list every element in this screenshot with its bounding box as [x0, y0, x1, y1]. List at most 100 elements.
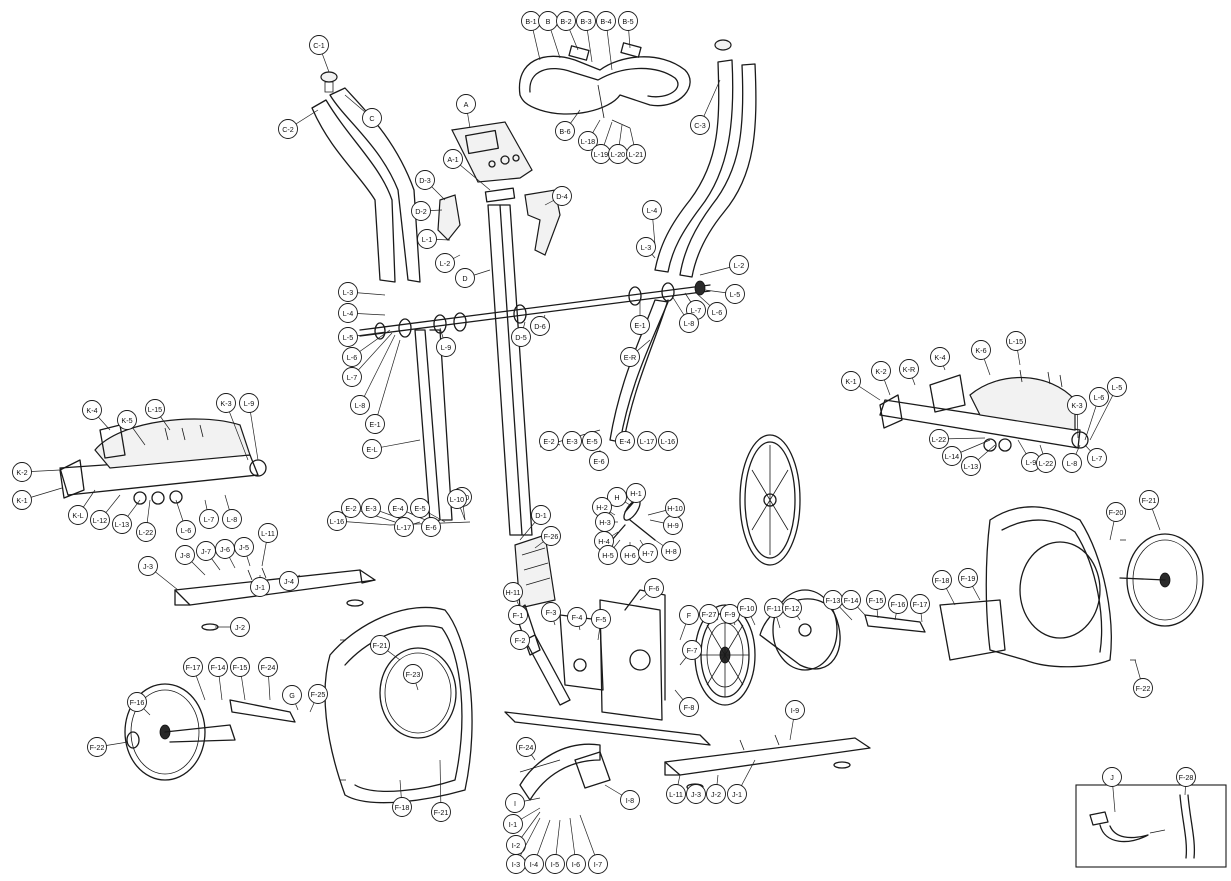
callout-label: F-21	[434, 808, 449, 817]
callout-label: L-7	[204, 515, 214, 524]
callout-d-3: D-3	[415, 170, 446, 201]
callout-label: L-6	[181, 526, 191, 535]
callout-label: H-10	[667, 504, 683, 513]
callout-d-6: D-6	[530, 314, 550, 336]
callout-bubble	[637, 431, 657, 451]
callout-leader-line	[374, 339, 401, 425]
callout-bubble	[258, 523, 278, 543]
callout-label: E-1	[634, 321, 645, 330]
callout-label: H-9	[667, 521, 679, 530]
callout-label: H-3	[599, 518, 611, 527]
callout-i-7: I-7	[579, 814, 608, 874]
callout-k-r: K-R	[899, 359, 919, 386]
callout-l-11: L-11	[666, 774, 686, 804]
callout-j-3: J-3	[138, 556, 179, 591]
callout-label: D-6	[534, 322, 546, 331]
callout-label: E-3	[566, 437, 577, 446]
callout-j-1: J-1	[727, 759, 756, 804]
callout-label: F-21	[373, 641, 388, 650]
callout-bubble	[370, 635, 390, 655]
callout-label: L-8	[227, 515, 237, 524]
callout-label: A	[464, 100, 469, 109]
callout-label: L-8	[1067, 459, 1077, 468]
callout-bubble	[175, 545, 195, 565]
callout-label: B-1	[525, 17, 536, 26]
callout-label: I-1	[509, 820, 517, 829]
callout-f-25: F-25	[308, 684, 328, 713]
callout-l-2: L-2	[435, 253, 461, 273]
callout-label: I-2	[512, 841, 520, 850]
callout-bubble	[552, 186, 572, 206]
callout-bubble	[338, 327, 358, 347]
callout-label: D-5	[515, 333, 527, 342]
callout-label: F-14	[844, 596, 859, 605]
callout-bubble	[725, 284, 745, 304]
callout-k-3: K-3	[216, 393, 249, 461]
callout-f-5: F-5	[591, 609, 611, 641]
callout-label: I-5	[551, 860, 559, 869]
callout-bubble	[961, 456, 981, 476]
callout-h-3: H-3	[595, 512, 618, 532]
callout-bubble	[388, 498, 408, 518]
callout-bubble	[282, 685, 302, 705]
callout-bubble	[531, 505, 551, 525]
callout-b-5: B-5	[618, 11, 638, 49]
callout-label: F-6	[649, 584, 660, 593]
callout-label: J-8	[180, 551, 190, 560]
callout-l-2: L-2	[699, 255, 749, 276]
callout-l-8: L-8	[671, 295, 699, 333]
callout-label: L-9	[244, 399, 254, 408]
callout-bubble	[729, 255, 749, 275]
callout-d: D	[455, 268, 491, 288]
callout-bubble	[327, 511, 347, 531]
callout-label: F-3	[546, 608, 557, 617]
callout-bubble	[888, 594, 908, 614]
callout-e-1: E-1	[630, 300, 650, 335]
callout-label: F-26	[544, 532, 559, 541]
callout-label: L-11	[669, 790, 683, 799]
callout-l-22: L-22	[929, 429, 986, 449]
callout-f-9: F-9	[720, 604, 740, 626]
callout-label: L-8	[355, 401, 365, 410]
callout-bubble	[410, 498, 430, 518]
callout-label: G	[289, 691, 295, 700]
callout-bubble	[545, 854, 565, 874]
callout-f-3: F-3	[541, 602, 561, 626]
callout-bubble	[68, 505, 88, 525]
callout-bubble	[555, 121, 575, 141]
callout-f-17: F-17	[910, 594, 930, 623]
callout-bubble	[562, 431, 582, 451]
callout-label: H-5	[602, 551, 614, 560]
callout-b-3: B-3	[576, 11, 596, 63]
callout-label: K-1	[845, 377, 856, 386]
callout-bubble	[82, 400, 102, 420]
right-disc	[1119, 533, 1204, 627]
left-cover	[324, 606, 473, 804]
callout-bubble	[596, 11, 616, 31]
callout-bubble	[841, 590, 861, 610]
callout-l-9: L-9	[239, 393, 259, 461]
callout-l-6: L-6	[694, 291, 727, 322]
right-upper-arm	[654, 39, 757, 278]
right-pedal-arm	[879, 374, 1089, 452]
callout-bubble	[1067, 395, 1087, 415]
callout-f-17: F-17	[183, 657, 206, 701]
callout-h-11: H-11	[503, 582, 523, 609]
callout-bubble	[690, 115, 710, 135]
callout-bubble	[785, 700, 805, 720]
callout-bubble	[642, 200, 662, 220]
callout-label: J-1	[255, 583, 265, 592]
callout-bubble	[1062, 453, 1082, 473]
callout-bubble	[930, 347, 950, 367]
callout-bubble	[199, 509, 219, 529]
callout-j-2: J-2	[215, 617, 250, 637]
callout-bubble	[516, 737, 536, 757]
adapter-inset-box	[1075, 784, 1227, 868]
callout-bubble	[112, 514, 132, 534]
callout-l-14: L-14	[942, 439, 991, 466]
callout-e-3: E-3	[562, 431, 582, 451]
callout-label: L-11	[261, 529, 275, 538]
callout-label: H-11	[505, 588, 520, 597]
callout-label: B-4	[600, 17, 611, 26]
callout-f-15: F-15	[866, 590, 886, 619]
